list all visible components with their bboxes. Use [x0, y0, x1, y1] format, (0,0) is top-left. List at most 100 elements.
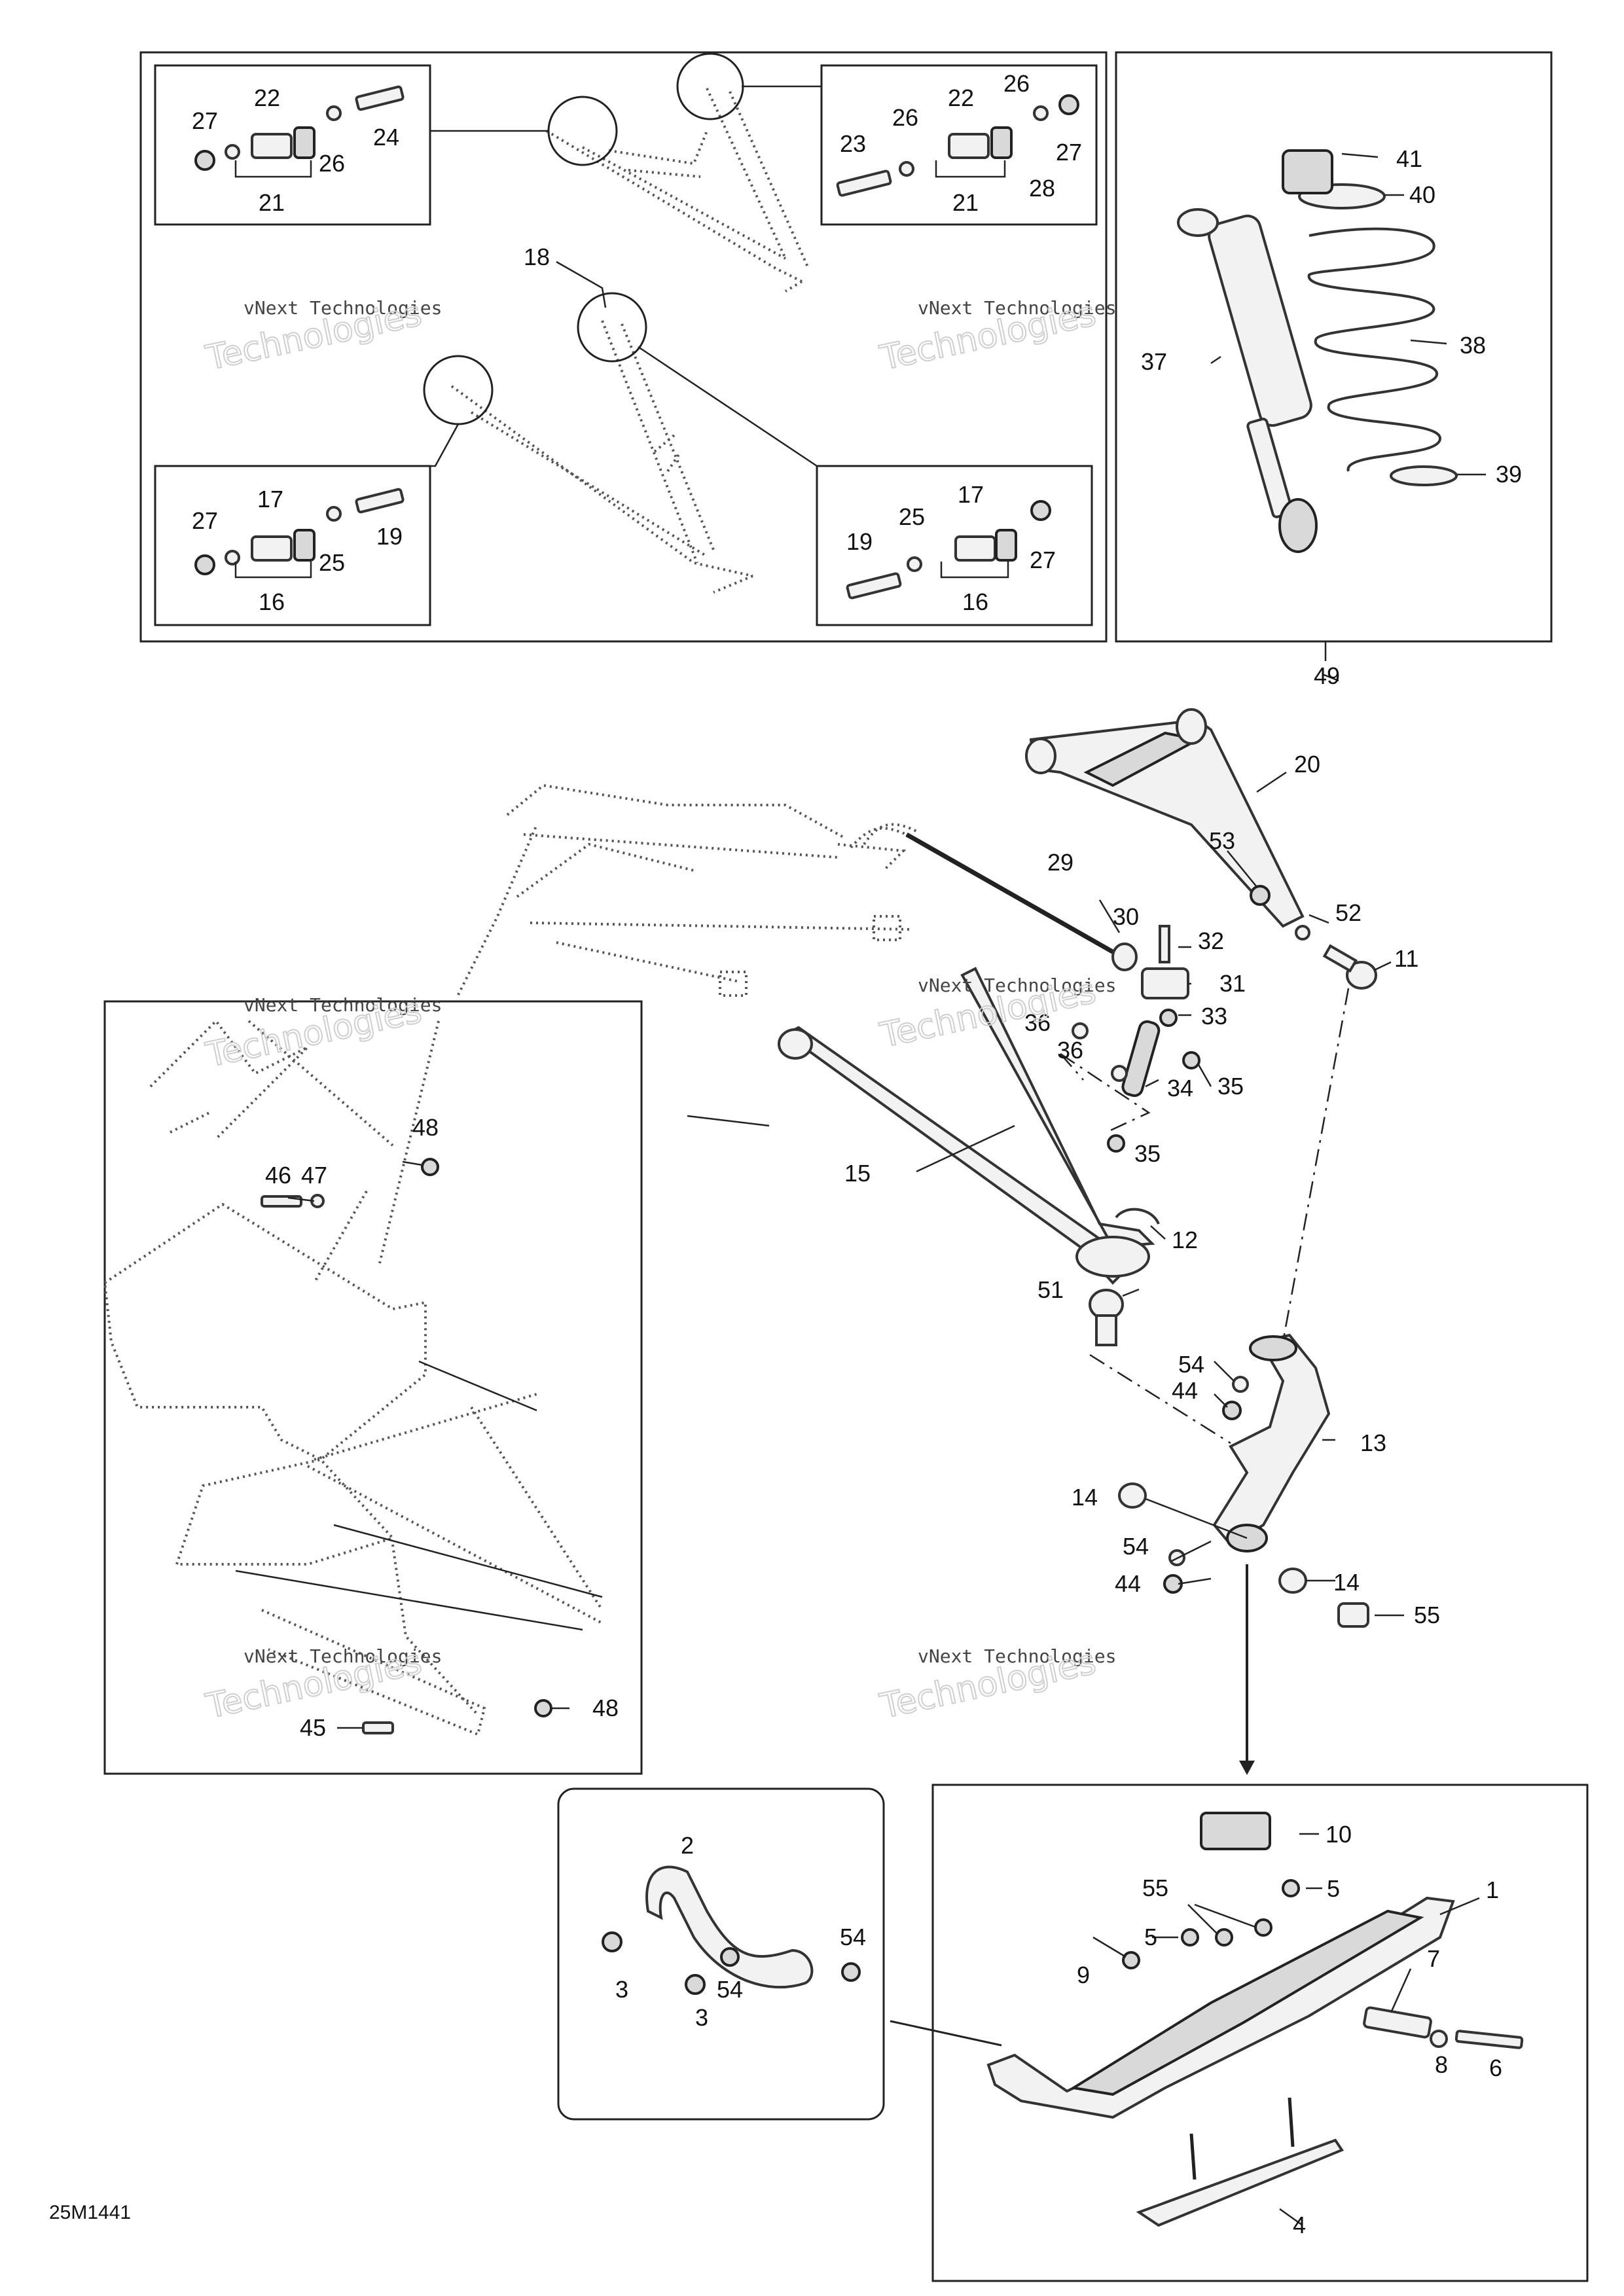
spindle-dash-lines	[1089, 988, 1350, 1444]
chassis-ghost	[457, 783, 917, 997]
shock-leaders	[1210, 152, 1486, 661]
runner-studs	[1189, 2097, 1295, 2180]
bushing-kit-21-right	[836, 94, 1079, 197]
callout-9: 9	[1077, 1962, 1090, 1988]
bracket-31	[1141, 967, 1189, 999]
watermark-line1: vNext Technologies	[918, 297, 1116, 319]
callout-6: 6	[1489, 2054, 1502, 2081]
callout-35: 35	[1218, 1073, 1244, 1100]
callout-2: 2	[681, 1832, 694, 1859]
callout-26-b: 26	[1003, 70, 1030, 97]
lower-a-arm-ghost	[450, 320, 753, 594]
ski-frame	[931, 1784, 1589, 2282]
callout-43-a: 44	[1115, 1570, 1141, 1597]
nut-54-left	[720, 1947, 740, 1967]
callout-47: 48	[412, 1114, 439, 1141]
callout-5-a: 5	[1144, 1924, 1157, 1950]
callout-49: 51	[1038, 1276, 1064, 1303]
nut-35-upper	[1182, 1051, 1200, 1069]
bushing-kit-16-left	[194, 488, 405, 575]
callout-53: 55	[1414, 1602, 1440, 1628]
watermark-line1: vNext Technologies	[244, 994, 442, 1016]
nut-5-left	[1181, 1928, 1199, 1946]
nut-47-lower	[534, 1699, 552, 1717]
link-34	[1121, 1020, 1161, 1098]
ski-1	[986, 1896, 1455, 2119]
bushing-53	[1337, 1602, 1369, 1628]
callout-11: 11	[1394, 945, 1418, 972]
frame-mount-frame	[103, 1000, 643, 1775]
washer-36-upper	[1072, 1022, 1089, 1039]
callout-26-a: 26	[892, 104, 918, 131]
callout-16: 16	[259, 588, 285, 615]
callout-30: 30	[1113, 903, 1139, 930]
callout-52-a: 54	[1123, 1533, 1149, 1560]
watermark-line1: vNext Technologies	[244, 1645, 442, 1667]
spacer-7	[1363, 2006, 1432, 2039]
bushing-kit-16-right	[846, 500, 1051, 600]
callout-18: 18	[524, 243, 550, 270]
bolt-6	[1454, 2030, 1524, 2049]
bolt-44	[362, 1721, 394, 1734]
callout-20: 20	[1294, 751, 1320, 778]
callout-3-a: 3	[695, 2004, 708, 2031]
callout-23: 23	[840, 130, 866, 157]
callout-13: 13	[1360, 1429, 1386, 1456]
spindle-13	[1212, 1333, 1331, 1552]
ball-joint-11	[1322, 944, 1377, 990]
washer-52-upper	[1232, 1376, 1249, 1393]
callout-21-a: 21	[952, 189, 979, 216]
callout-21: 21	[259, 189, 285, 216]
washer-36-lower	[1111, 1065, 1128, 1082]
pivot-callout-circle-2	[676, 52, 744, 120]
bolt-3-left	[602, 1931, 623, 1952]
pivot-callout-circle-1	[547, 96, 618, 166]
callout-27-b: 27	[192, 507, 218, 534]
sway-bar-ghost	[850, 827, 907, 849]
nut-55-right	[1254, 1918, 1272, 1937]
callout-31: 31	[1219, 970, 1246, 997]
spring-retainer-39	[1390, 465, 1458, 486]
nut-35-lower	[1107, 1134, 1125, 1153]
handle-2	[645, 1865, 814, 1989]
callout-3: 3	[615, 1976, 628, 2003]
pivot-callout-circle-4	[577, 292, 647, 363]
callout-48: 49	[1314, 662, 1340, 689]
callout-leaders	[287, 260, 1392, 1729]
nut-54-right	[841, 1962, 861, 1982]
watermark-line1: vNext Technologies	[918, 1645, 1116, 1667]
washer-8	[1430, 2030, 1448, 2048]
callout-17: 17	[257, 486, 283, 512]
bolt-32	[1159, 925, 1170, 963]
bushing-14-right	[1278, 1568, 1307, 1594]
runner-4	[1136, 2138, 1344, 2227]
frame-ghost-lower-left	[103, 1018, 604, 1736]
callout-36: 36	[1024, 1009, 1051, 1036]
callout-8: 8	[1435, 2051, 1448, 2078]
callout-29: 29	[1047, 849, 1074, 876]
nut-47-upper	[421, 1158, 439, 1176]
bushing-kit-brackets	[234, 160, 1009, 579]
callout-37: 37	[1141, 348, 1167, 375]
callout-16-a: 16	[962, 588, 988, 615]
callout-34: 34	[1167, 1075, 1193, 1102]
callout-25: 25	[319, 549, 345, 576]
ball-joint-49	[1089, 1289, 1124, 1346]
watermark-line1: vNext Technologies	[918, 975, 1116, 996]
nut-51	[1250, 885, 1271, 906]
callout-5: 5	[1327, 1875, 1340, 1902]
sway-bar-29	[905, 832, 1121, 958]
lower-a-arm-15	[778, 967, 1155, 1285]
nut-9	[1122, 1951, 1140, 1969]
callout-1: 1	[1486, 1876, 1499, 1903]
callout-14: 14	[1072, 1484, 1098, 1511]
callout-35-a: 35	[1134, 1140, 1161, 1167]
upper-a-arm-frame	[139, 51, 1108, 643]
callout-10: 10	[1326, 1821, 1352, 1848]
callout-labels: 27 22 26 24 21 23 26 22 26 27 28 21 18 2…	[192, 70, 1522, 2238]
watermark-line1: vNext Technologies	[244, 297, 442, 319]
callout-33: 33	[1201, 1003, 1227, 1030]
spindle-leaders	[1145, 1498, 1404, 1761]
callout-19: 19	[376, 523, 403, 550]
ski-leaders	[1092, 1833, 1480, 2227]
